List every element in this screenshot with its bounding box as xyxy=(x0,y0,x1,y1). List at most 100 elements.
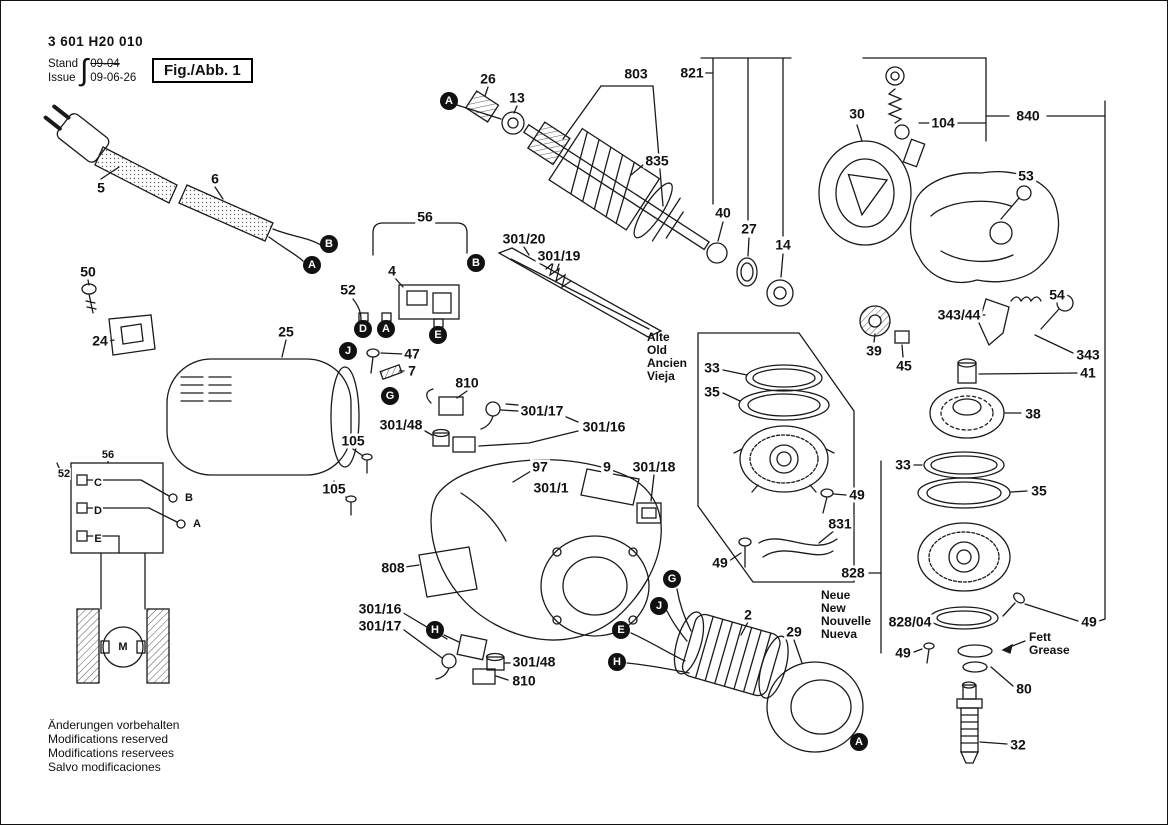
part-label: 49 xyxy=(710,554,730,571)
schematic-label: 56 xyxy=(100,449,116,461)
schematic-label: B xyxy=(184,492,194,504)
brush-parts-lower xyxy=(399,610,514,685)
wiring-schematic xyxy=(56,460,186,684)
notice-line: Änderungen vorbehalten xyxy=(48,718,180,732)
part-label: 53 xyxy=(1016,167,1036,184)
part-label: 301/20 xyxy=(500,230,548,247)
part-label: 301/17 xyxy=(518,402,566,419)
figure-label: Fig./Abb. 1 xyxy=(152,58,253,83)
spindle-lock-lever xyxy=(978,294,1074,354)
part-label: 26 xyxy=(478,70,498,87)
part-label: 808 xyxy=(379,559,407,576)
part-label: 29 xyxy=(784,623,804,640)
switch-assembly xyxy=(352,222,468,330)
screw-47-pin-7 xyxy=(366,348,405,381)
armature xyxy=(464,86,710,251)
part-label: 301/19 xyxy=(535,247,583,264)
slide-bar-301-20 xyxy=(497,246,663,338)
mount-plate-24-screw-50 xyxy=(81,279,156,356)
part-label: 25 xyxy=(276,323,296,340)
callout-a: A xyxy=(440,92,458,110)
schematic-label: C xyxy=(93,477,103,489)
schematic-label: A xyxy=(192,518,202,530)
callout-b: B xyxy=(320,235,338,253)
legend-old-line: Vieja xyxy=(647,369,675,383)
legend-old-line: Alte xyxy=(647,330,670,344)
part-label: 38 xyxy=(1023,405,1043,422)
bushing-and-gear xyxy=(929,100,1106,622)
part-label: 301/48 xyxy=(377,416,425,433)
part-label: 33 xyxy=(702,359,722,376)
part-label: 24 xyxy=(90,332,110,349)
legend-new-version: Neue New Nouvelle Nueva xyxy=(821,589,871,641)
legend-new-line: Nueva xyxy=(821,627,858,641)
issue-label: Issue xyxy=(48,72,76,84)
callout-j: J xyxy=(650,597,668,615)
adjust-knob-39-45 xyxy=(859,305,910,358)
part-label: 40 xyxy=(713,204,733,221)
modifications-notice: Änderungen vorbehalten Modifications res… xyxy=(48,718,179,774)
part-label: 52 xyxy=(338,281,358,298)
part-label: 105 xyxy=(339,432,367,449)
callout-a: A xyxy=(850,733,868,751)
part-label: 104 xyxy=(929,114,957,131)
part-label: 49 xyxy=(847,486,867,503)
old-version-group xyxy=(697,332,855,583)
notice-line: Salvo modificaciones xyxy=(48,760,161,774)
issue-date: 09-06-26 xyxy=(90,72,137,84)
bearing-flange-30 xyxy=(818,124,912,246)
notice-line: Modifications reserved xyxy=(48,732,169,746)
spindle-lock-parts-104 xyxy=(862,57,1010,168)
part-label: 301/48 xyxy=(510,653,558,670)
schematic-label: D xyxy=(93,505,103,517)
part-label: 835 xyxy=(643,152,671,169)
part-label: 41 xyxy=(1078,364,1098,381)
part-label: 35 xyxy=(702,383,722,400)
gear-housing-840 xyxy=(909,171,1060,284)
part-label: 56 xyxy=(415,208,435,225)
part-label: 30 xyxy=(847,105,867,122)
part-label: 13 xyxy=(507,89,527,106)
shaft-rings xyxy=(706,242,794,307)
part-label: 14 xyxy=(773,236,793,253)
part-label: 810 xyxy=(453,374,481,391)
stator-2 xyxy=(626,588,789,699)
part-label: 301/16 xyxy=(580,418,628,435)
part-label: 301/18 xyxy=(630,458,678,475)
revision-block: Stand Issue ∫ 09-04 09-06-26 xyxy=(48,54,137,87)
part-label: 2 xyxy=(742,606,754,623)
part-label: 35 xyxy=(1029,482,1049,499)
callout-h: H xyxy=(426,621,444,639)
part-label: 821 xyxy=(678,64,706,81)
part-label: 27 xyxy=(739,220,759,237)
part-label: 5 xyxy=(95,179,107,196)
part-label: 97 xyxy=(530,458,550,475)
schematic-label: E xyxy=(93,533,103,545)
legend-grease-line: Grease xyxy=(1029,643,1070,657)
part-label: 831 xyxy=(826,515,854,532)
callout-d: D xyxy=(354,320,372,338)
part-label: 54 xyxy=(1047,286,1067,303)
part-label: 49 xyxy=(893,644,913,661)
part-label: 803 xyxy=(622,65,650,82)
part-label: 47 xyxy=(402,345,422,362)
part-label: 828/04 xyxy=(886,613,934,630)
part-label: 828 xyxy=(839,564,867,581)
revision-brace: ∫ xyxy=(80,54,89,87)
bearing-plate-29 xyxy=(766,639,864,753)
part-label: 301/17 xyxy=(356,617,404,634)
part-label: 7 xyxy=(406,362,418,379)
legend-grease-line: Fett xyxy=(1029,630,1051,644)
legend-old-version: Alte Old Ancien Vieja xyxy=(647,331,687,383)
old-date: 09-04 xyxy=(90,58,120,70)
part-label: 301/16 xyxy=(356,600,404,617)
part-label: 343/44 xyxy=(935,306,983,323)
legend-new-line: New xyxy=(821,601,846,615)
callout-j: J xyxy=(339,342,357,360)
callout-e: E xyxy=(429,326,447,344)
type-number: 3 601 H20 010 xyxy=(48,34,144,49)
schematic-label: 52 xyxy=(56,468,72,480)
part-label: 9 xyxy=(601,458,613,475)
